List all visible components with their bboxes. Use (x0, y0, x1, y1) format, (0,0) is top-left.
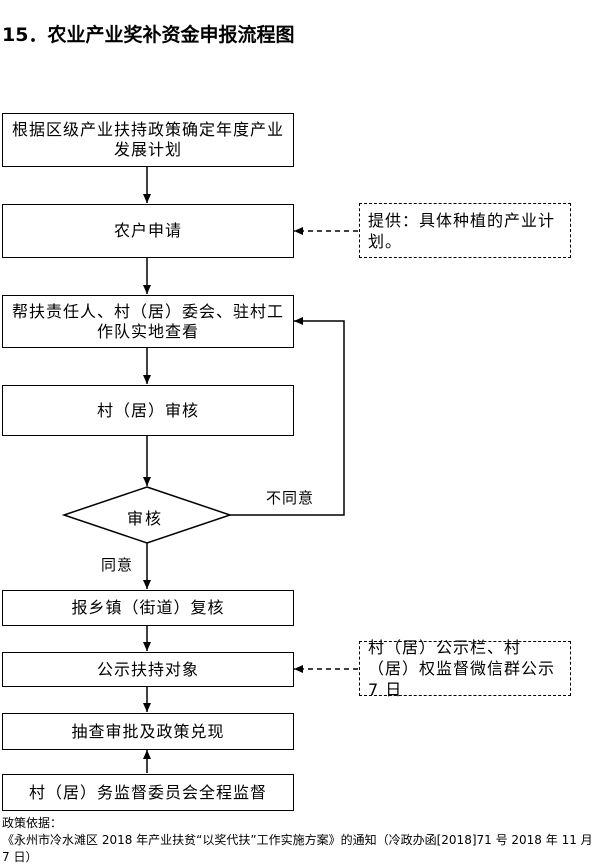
step-town-review: 报乡镇（街道）复核 (2, 590, 294, 626)
step-village-review: 村（居）审核 (2, 385, 294, 436)
step-inspect: 帮扶责任人、村（居）委会、驻村工作队实地查看 (2, 295, 294, 348)
policy-basis: 政策依据： 《永州市冷水滩区 2018 年产业扶贫“以奖代扶”工作实施方案》的通… (2, 815, 602, 866)
step-publicize: 公示扶持对象 (2, 652, 294, 687)
step-approve-text: 抽查审批及政策兑现 (71, 721, 225, 741)
step-supervise: 村（居）务监督委员会全程监督 (2, 774, 294, 811)
step-apply-text: 农户申请 (113, 221, 182, 240)
note-publicity-text: 村（居）公示栏、村（居）权监督微信群公示 7 日 (368, 638, 556, 699)
label-disagree: 不同意 (266, 489, 315, 507)
step-inspect-text: 帮扶责任人、村（居）委会、驻村工作队实地查看 (11, 301, 284, 341)
note-publicity: 村（居）公示栏、村（居）权监督微信群公示 7 日 (359, 638, 571, 699)
step-approve: 抽查审批及政策兑现 (2, 713, 294, 750)
policy-text: 《永州市冷水滩区 2018 年产业扶贫“以奖代扶”工作实施方案》的通知（冷政办函… (2, 833, 593, 864)
step-plan: 根据区级产业扶持政策确定年度产业发展计划 (2, 113, 294, 167)
page-title: 15．农业产业奖补资金申报流程图 (2, 24, 295, 46)
step-plan-text: 根据区级产业扶持政策确定年度产业发展计划 (11, 120, 284, 159)
decision-diamond (61, 486, 233, 544)
step-town-review-text: 报乡镇（街道）复核 (71, 598, 225, 617)
step-supervise-text: 村（居）务监督委员会全程监督 (28, 782, 267, 802)
step-village-review-text: 村（居）审核 (96, 400, 199, 420)
policy-heading: 政策依据： (2, 816, 63, 830)
label-agree: 同意 (101, 556, 134, 574)
step-apply: 农户申请 (2, 204, 294, 258)
decision-text: 审核 (127, 509, 164, 528)
note-plan: 提供：具体种植的产业计划。 (359, 203, 571, 258)
note-plan-text: 提供：具体种植的产业计划。 (368, 210, 556, 251)
step-publicize-text: 公示扶持对象 (96, 659, 199, 679)
disagree-loop (230, 317, 345, 516)
